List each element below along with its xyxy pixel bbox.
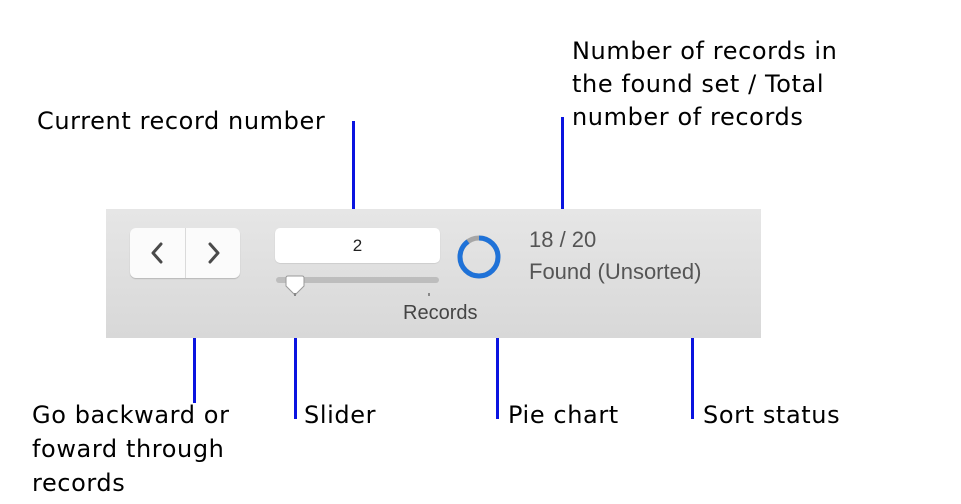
status-toolbar: 2 Records 18 / 20 Found (Unsorted) bbox=[106, 209, 761, 338]
leader-line-pie-chart bbox=[496, 281, 499, 419]
found-set-pie-chart bbox=[457, 235, 501, 279]
current-record-field[interactable]: 2 bbox=[275, 228, 440, 263]
previous-record-button[interactable] bbox=[130, 228, 185, 278]
record-navigation-group bbox=[130, 228, 240, 278]
leader-line-slider bbox=[294, 311, 297, 419]
leader-line-current-record bbox=[352, 121, 355, 230]
annotation-pie-chart: Pie chart bbox=[508, 401, 619, 429]
annotation-navigate-line-1: Go backward or bbox=[32, 401, 230, 429]
annotation-slider: Slider bbox=[304, 401, 377, 429]
leader-line-found-set bbox=[561, 117, 564, 218]
annotation-current-record: Current record number bbox=[37, 107, 326, 135]
annotation-found-set-line-1: Number of records in bbox=[572, 37, 838, 65]
leader-line-sort-status bbox=[691, 298, 694, 419]
chevron-right-icon bbox=[208, 242, 220, 264]
annotation-found-set-line-3: number of records bbox=[572, 103, 804, 131]
found-count: 18 / 20 bbox=[529, 227, 597, 252]
sort-status: Found (Unsorted) bbox=[529, 259, 702, 284]
next-record-button[interactable] bbox=[185, 228, 240, 278]
annotation-navigate-line-3: records bbox=[32, 469, 126, 497]
chevron-left-icon bbox=[151, 242, 162, 264]
pie-found-arc bbox=[457, 235, 501, 279]
records-label: Records bbox=[403, 302, 478, 324]
annotation-found-set-line-2: the found set / Total bbox=[572, 70, 825, 98]
annotation-navigate-line-2: foward through bbox=[32, 435, 225, 463]
record-slider-track[interactable] bbox=[276, 277, 439, 283]
slider-tick-end bbox=[428, 293, 430, 296]
slider-tick-start bbox=[294, 293, 296, 296]
leader-line-navigate bbox=[193, 289, 196, 403]
record-slider-thumb[interactable] bbox=[284, 275, 306, 297]
annotation-sort-status: Sort status bbox=[703, 401, 841, 429]
